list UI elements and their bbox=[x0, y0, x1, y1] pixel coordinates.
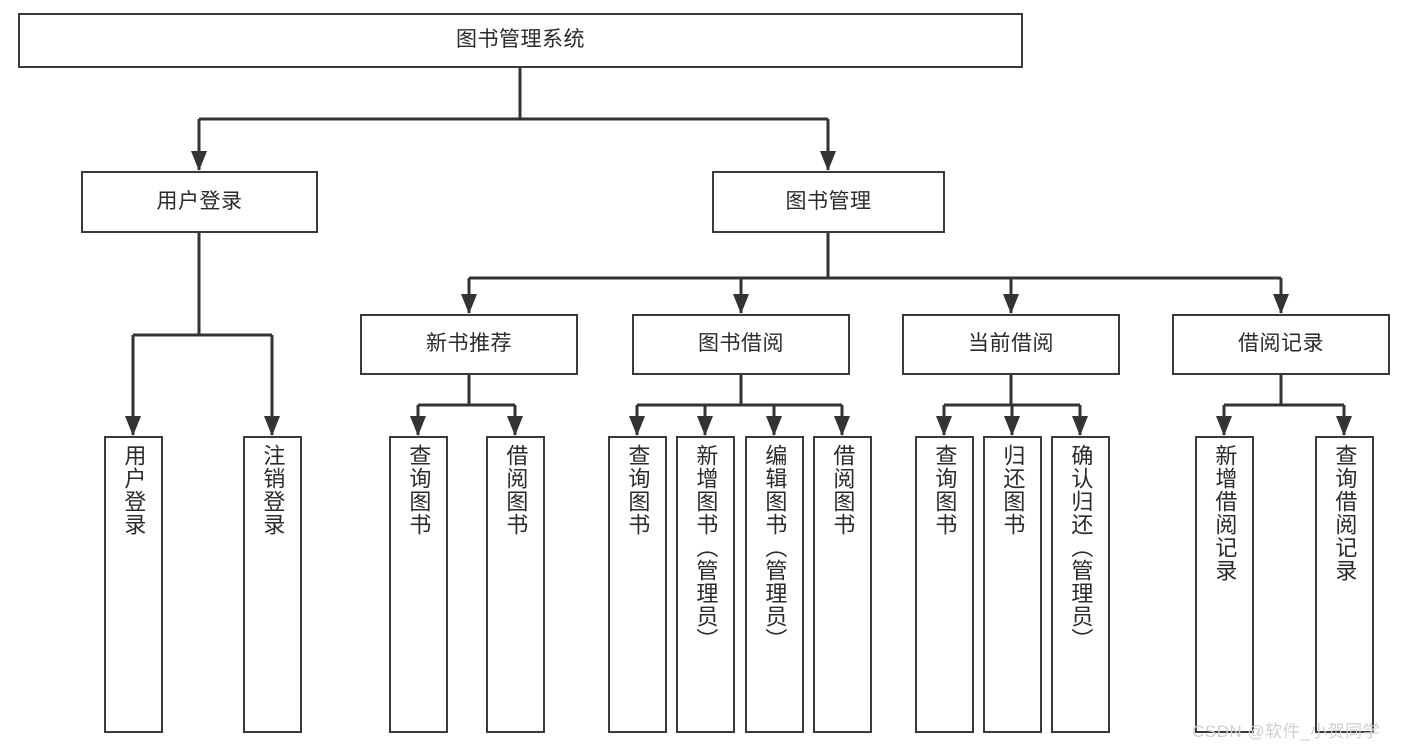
node-l2[interactable]: 注销登录 bbox=[243, 436, 302, 733]
node-label: 借阅记录 bbox=[1238, 332, 1324, 356]
arrow-head bbox=[1072, 416, 1088, 436]
node-label: 查询借阅记录 bbox=[1332, 444, 1358, 582]
arrow-head bbox=[834, 416, 850, 436]
node-records[interactable]: 借阅记录 bbox=[1172, 314, 1390, 375]
node-l7[interactable]: 编辑图书（管理员） bbox=[745, 436, 804, 733]
node-label: 借阅图书 bbox=[503, 444, 529, 536]
arrow-head bbox=[1336, 416, 1352, 436]
node-l10[interactable]: 归还图书 bbox=[983, 436, 1042, 733]
node-label: 归还图书 bbox=[1000, 444, 1026, 536]
node-l3[interactable]: 查询图书 bbox=[389, 436, 448, 733]
arrow-head bbox=[1216, 416, 1232, 436]
node-l8[interactable]: 借阅图书 bbox=[813, 436, 872, 733]
node-l6[interactable]: 新增图书（管理员） bbox=[676, 436, 735, 733]
arrow-head bbox=[936, 416, 952, 436]
node-label: 查询图书 bbox=[932, 444, 958, 536]
node-label: 新增图书（管理员） bbox=[693, 444, 719, 651]
node-root[interactable]: 图书管理系统 bbox=[18, 13, 1023, 68]
node-current[interactable]: 当前借阅 bbox=[902, 314, 1120, 375]
node-bookmgmt[interactable]: 图书管理 bbox=[712, 171, 945, 233]
arrow-head bbox=[766, 416, 782, 436]
node-label: 借阅图书 bbox=[830, 444, 856, 536]
arrow-head bbox=[461, 294, 477, 314]
arrow-head bbox=[125, 416, 141, 436]
node-label: 图书管理 bbox=[785, 189, 872, 213]
node-label: 当前借阅 bbox=[968, 332, 1054, 356]
arrow-head bbox=[191, 151, 207, 171]
node-l11[interactable]: 确认归还（管理员） bbox=[1051, 436, 1110, 733]
arrow-head bbox=[733, 294, 749, 314]
node-login[interactable]: 用户登录 bbox=[81, 171, 318, 233]
node-l12[interactable]: 新增借阅记录 bbox=[1195, 436, 1254, 733]
node-borrow[interactable]: 图书借阅 bbox=[632, 314, 850, 375]
node-label: 查询图书 bbox=[625, 444, 651, 536]
node-label: 新书推荐 bbox=[426, 332, 512, 356]
node-label: 注销登录 bbox=[260, 444, 286, 536]
arrow-head bbox=[410, 416, 426, 436]
node-label: 图书管理系统 bbox=[456, 28, 585, 52]
node-l9[interactable]: 查询图书 bbox=[915, 436, 974, 733]
node-label: 编辑图书（管理员） bbox=[762, 444, 788, 651]
node-label: 确认归还（管理员） bbox=[1068, 444, 1094, 651]
arrow-head bbox=[507, 416, 523, 436]
node-label: 新增借阅记录 bbox=[1212, 444, 1238, 582]
arrow-head bbox=[629, 416, 645, 436]
arrow-head bbox=[1004, 416, 1020, 436]
arrow-head bbox=[697, 416, 713, 436]
node-label: 用户登录 bbox=[156, 189, 243, 213]
node-l4[interactable]: 借阅图书 bbox=[486, 436, 545, 733]
arrow-head bbox=[264, 416, 280, 436]
node-label: 图书借阅 bbox=[698, 332, 784, 356]
node-l5[interactable]: 查询图书 bbox=[608, 436, 667, 733]
node-label: 用户登录 bbox=[121, 444, 147, 536]
node-label: 查询图书 bbox=[406, 444, 432, 536]
arrow-head bbox=[1273, 294, 1289, 314]
node-l1[interactable]: 用户登录 bbox=[104, 436, 163, 733]
node-l13[interactable]: 查询借阅记录 bbox=[1315, 436, 1374, 733]
arrow-head bbox=[1003, 294, 1019, 314]
arrow-head bbox=[820, 151, 836, 171]
node-newbook[interactable]: 新书推荐 bbox=[360, 314, 578, 375]
